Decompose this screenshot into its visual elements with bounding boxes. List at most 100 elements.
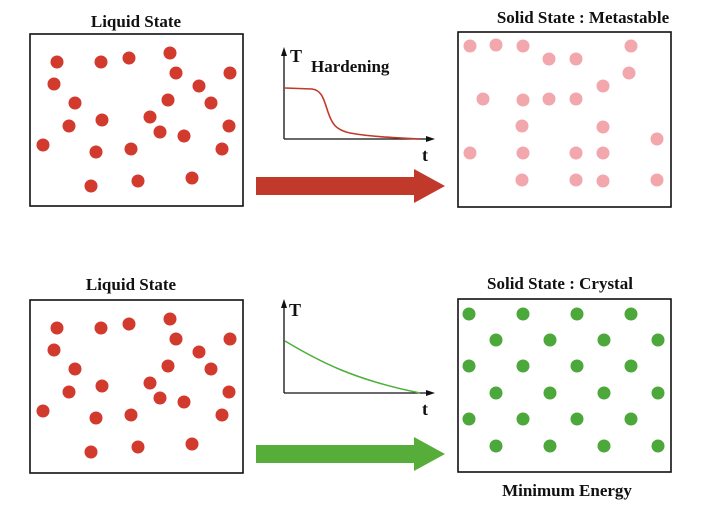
bottom-liquid-particle bbox=[153, 391, 167, 405]
bottom-liquid-particle bbox=[215, 408, 229, 422]
top-liquid-particle bbox=[215, 142, 229, 156]
bottom-liquid-particle bbox=[222, 385, 236, 399]
top-metastable-particle bbox=[516, 146, 530, 160]
top-metastable-particle bbox=[596, 120, 610, 134]
top-metastable-particle bbox=[516, 93, 530, 107]
top-metastable-particle bbox=[596, 174, 610, 188]
bottom-crystal-particle bbox=[516, 412, 530, 426]
bottom-arrow-head bbox=[414, 437, 445, 471]
top-liquid-particle bbox=[95, 113, 109, 127]
bottom-arrow bbox=[256, 437, 445, 471]
top-metastable-particle bbox=[622, 66, 636, 80]
top-liquid-particle bbox=[192, 79, 206, 93]
bottom-crystal-particle bbox=[597, 439, 611, 453]
top-liquid-particle bbox=[50, 55, 64, 69]
top-liquid-particle bbox=[131, 174, 145, 188]
bottom-liquid-particle bbox=[68, 362, 82, 376]
bottom-crystal-particle bbox=[462, 307, 476, 321]
bottom-liquid-particle bbox=[50, 321, 64, 335]
top-liquid-particle bbox=[62, 119, 76, 133]
top-metastable-particle bbox=[542, 52, 556, 66]
bottom-crystal-particle bbox=[624, 307, 638, 321]
top-graph-y-label: T bbox=[290, 46, 302, 66]
top-arrow bbox=[256, 169, 445, 203]
bottom-crystal-particle bbox=[489, 386, 503, 400]
bottom-crystal-particle bbox=[489, 333, 503, 347]
bottom-liquid-particle bbox=[177, 395, 191, 409]
bottom-liquid-particle bbox=[143, 376, 157, 390]
top-liquid-particle bbox=[204, 96, 218, 110]
bottom-liquid-particle bbox=[204, 362, 218, 376]
bottom-liquid-particle bbox=[163, 312, 177, 326]
bottom-crystal-particle bbox=[462, 412, 476, 426]
bottom-crystal-particle bbox=[624, 359, 638, 373]
top-liquid-particle bbox=[223, 66, 237, 80]
top-metastable-particle bbox=[569, 146, 583, 160]
bottom-crystal-particle bbox=[597, 333, 611, 347]
bottom-solid-title: Solid State : Crystal bbox=[487, 274, 633, 293]
bottom-crystal-particle bbox=[543, 439, 557, 453]
bottom-liquid-particle bbox=[84, 445, 98, 459]
top-liquid-particle bbox=[163, 46, 177, 60]
bottom-graph-cooling-curve bbox=[284, 340, 421, 394]
top-metastable-particle bbox=[515, 173, 529, 187]
top-metastable-particle bbox=[650, 132, 664, 146]
bottom-caption: Minimum Energy bbox=[502, 481, 632, 500]
top-liquid-particle bbox=[161, 93, 175, 107]
top-liquid-particle bbox=[177, 129, 191, 143]
top-metastable-particle bbox=[516, 39, 530, 53]
top-metastable-particle bbox=[569, 52, 583, 66]
bottom-liquid-particles bbox=[36, 312, 237, 459]
top-liquid-particle bbox=[153, 125, 167, 139]
top-graph-x-label: t bbox=[422, 145, 428, 165]
top-metastable-particle bbox=[624, 39, 638, 53]
bottom-crystal-particle bbox=[543, 386, 557, 400]
bottom-graph-x-label: t bbox=[422, 399, 428, 419]
top-metastable-particle bbox=[596, 79, 610, 93]
top-liquid-particle bbox=[169, 66, 183, 80]
top-liquid-particle bbox=[222, 119, 236, 133]
bottom-liquid-particle bbox=[161, 359, 175, 373]
bottom-liquid-particle bbox=[89, 411, 103, 425]
bottom-liquid-particle bbox=[36, 404, 50, 418]
top-liquid-particles bbox=[36, 46, 237, 193]
bottom-solid-particles bbox=[462, 307, 665, 453]
top-liquid-particle bbox=[68, 96, 82, 110]
bottom-liquid-particle bbox=[169, 332, 183, 346]
top-solid-box bbox=[457, 31, 672, 208]
top-graph-curve-label: Hardening bbox=[311, 57, 390, 76]
top-liquid-particle bbox=[94, 55, 108, 69]
bottom-arrow-shaft bbox=[256, 445, 416, 463]
bottom-crystal-particle bbox=[651, 439, 665, 453]
bottom-liquid-title: Liquid State bbox=[86, 275, 177, 294]
bottom-crystal-particle bbox=[489, 439, 503, 453]
top-metastable-particle bbox=[569, 173, 583, 187]
top-graph-hardening-curve bbox=[284, 87, 421, 140]
bottom-graph-x-arrowhead bbox=[426, 390, 435, 396]
bottom-liquid-particle bbox=[95, 379, 109, 393]
bottom-crystal-particle bbox=[651, 386, 665, 400]
bottom-crystal-particle bbox=[516, 307, 530, 321]
top-liquid-particle bbox=[122, 51, 136, 65]
bottom-liquid-particle bbox=[47, 343, 61, 357]
bottom-crystal-particle bbox=[570, 307, 584, 321]
bottom-liquid-particle bbox=[94, 321, 108, 335]
top-arrow-shaft bbox=[256, 177, 416, 195]
top-graph-y-arrowhead bbox=[281, 47, 287, 56]
bottom-crystal-particle bbox=[597, 386, 611, 400]
top-liquid-particle bbox=[124, 142, 138, 156]
top-metastable-particle bbox=[650, 173, 664, 187]
bottom-crystal-particle bbox=[624, 412, 638, 426]
top-graph: T Hardening t bbox=[281, 46, 435, 165]
bottom-graph-y-label: T bbox=[289, 300, 301, 320]
top-liquid-particle bbox=[185, 171, 199, 185]
bottom-crystal-particle bbox=[462, 359, 476, 373]
top-graph-x-arrowhead bbox=[426, 136, 435, 142]
bottom-graph-y-arrowhead bbox=[281, 299, 287, 308]
bottom-liquid-particle bbox=[185, 437, 199, 451]
bottom-crystal-particle bbox=[570, 359, 584, 373]
bottom-liquid-particle bbox=[124, 408, 138, 422]
bottom-crystal-particle bbox=[651, 333, 665, 347]
bottom-liquid-particle bbox=[62, 385, 76, 399]
top-arrow-head bbox=[414, 169, 445, 203]
